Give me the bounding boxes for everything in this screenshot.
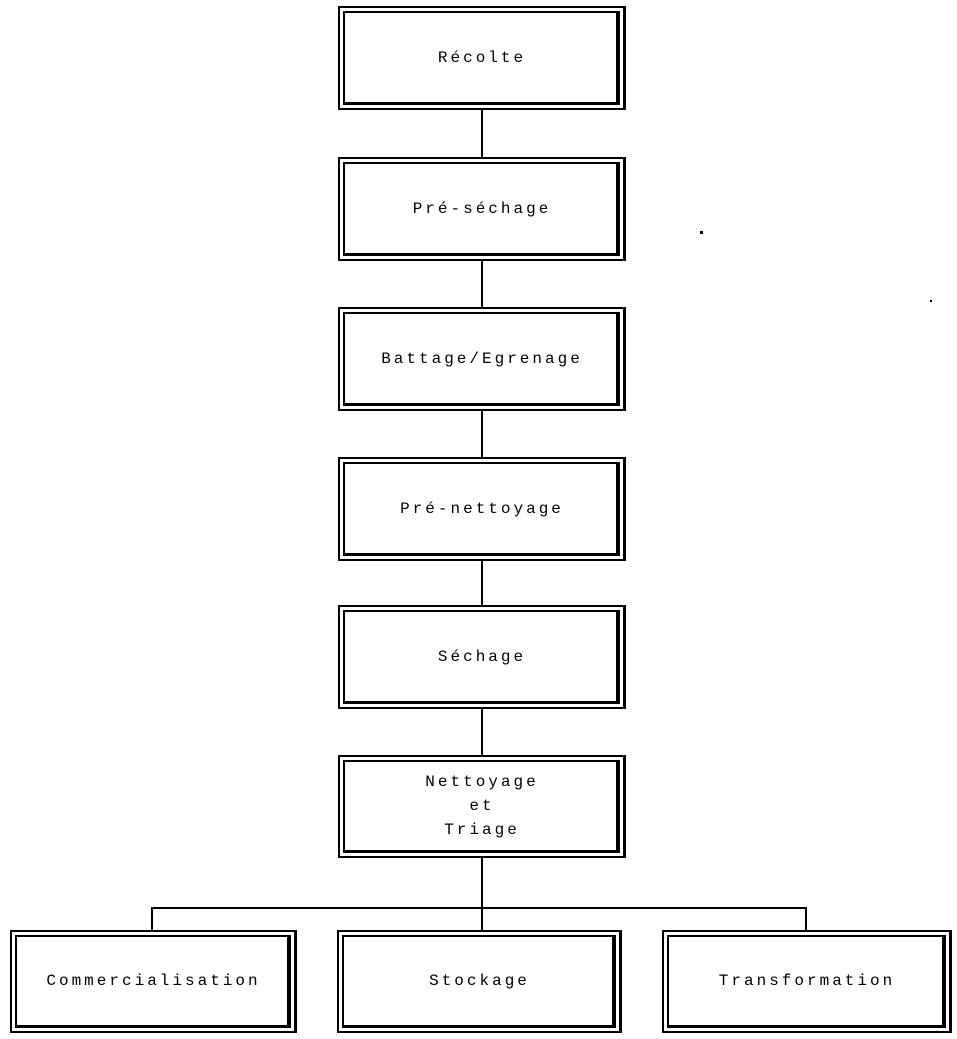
flow-node-transformation-frame: Transformation <box>667 935 946 1028</box>
flow-node-commercialisation-label: Commercialisation <box>46 972 261 990</box>
flow-node-pre-nettoyage-frame: Pré-nettoyage <box>343 462 620 556</box>
flow-node-recolte-frame: Récolte <box>343 11 620 105</box>
flow-node-commercialisation-frame: Commercialisation <box>15 935 291 1028</box>
flow-node-battage-egrenage-label: Battage/Egrenage <box>381 349 583 368</box>
flow-node-pre-nettoyage-label: Pré-nettoyage <box>400 499 564 518</box>
flow-node-nettoyage-triage-label: Nettoyage et Triage <box>425 773 539 839</box>
flow-node-battage-egrenage-frame: Battage/Egrenage <box>343 312 620 406</box>
connector-presechage-battage <box>481 261 483 307</box>
connector-battage-prenettoyage <box>481 411 483 457</box>
connector-recolte-presechage <box>481 110 483 157</box>
scan-speck <box>930 300 932 302</box>
flow-node-pre-nettoyage: Pré-nettoyage <box>338 457 626 561</box>
flow-node-transformation: Transformation <box>662 930 952 1033</box>
flow-node-transformation-label: Transformation <box>718 972 896 990</box>
flow-node-stockage: Stockage <box>337 930 622 1033</box>
flow-node-sechage: Séchage <box>338 605 626 709</box>
flow-node-sechage-frame: Séchage <box>343 610 620 704</box>
branch-line <box>152 907 807 909</box>
flow-node-recolte-label: Récolte <box>437 48 527 67</box>
connector-nettoyage-stockage <box>481 858 483 930</box>
flow-node-commercialisation: Commercialisation <box>10 930 297 1033</box>
flow-node-nettoyage-triage: Nettoyage et Triage <box>338 755 626 858</box>
flow-node-stockage-label: Stockage <box>429 972 530 990</box>
connector-branch-commercialisation <box>151 907 153 930</box>
flow-node-stockage-frame: Stockage <box>342 935 616 1028</box>
flow-node-recolte: Récolte <box>338 6 626 110</box>
flow-node-pre-sechage-label: Pré-séchage <box>412 199 552 218</box>
flow-node-pre-sechage-frame: Pré-séchage <box>343 162 620 256</box>
connector-prenettoyage-sechage <box>481 561 483 605</box>
connector-sechage-nettoyage <box>481 709 483 755</box>
flow-node-nettoyage-triage-frame: Nettoyage et Triage <box>343 760 620 853</box>
flow-node-pre-sechage: Pré-séchage <box>338 157 626 261</box>
scan-speck <box>700 231 703 234</box>
flow-node-sechage-label: Séchage <box>437 647 527 666</box>
flow-node-battage-egrenage: Battage/Egrenage <box>338 307 626 411</box>
connector-branch-transformation <box>805 907 807 930</box>
